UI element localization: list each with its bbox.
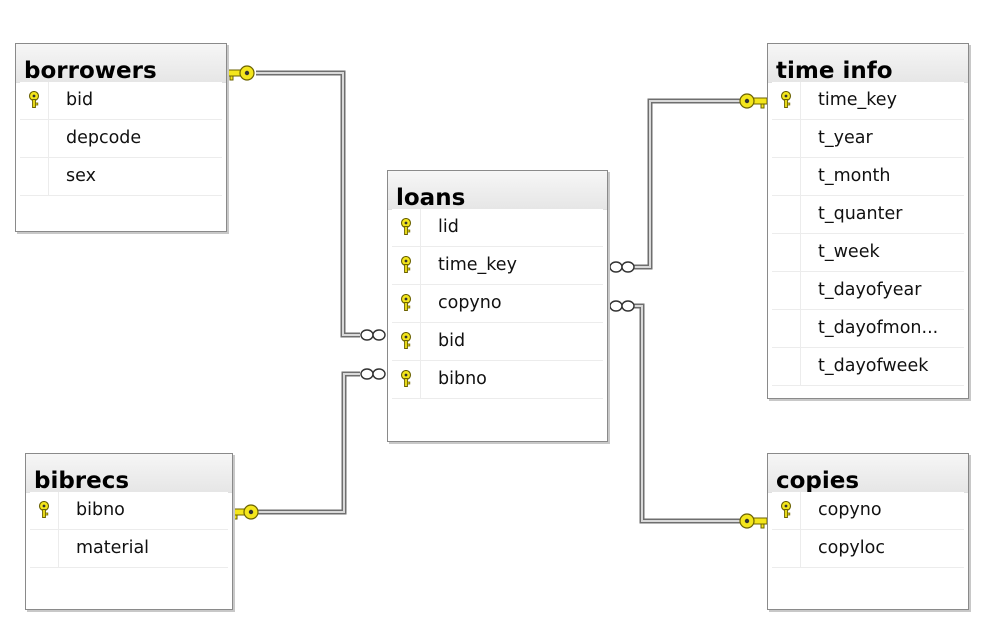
relationship-bibrecs-loans[interactable] xyxy=(258,371,360,515)
row-gutter xyxy=(772,196,801,233)
row-gutter xyxy=(392,209,421,246)
table-header[interactable]: borrowers xyxy=(16,44,226,84)
table-header[interactable]: bibrecs xyxy=(26,454,232,494)
field-name: bibno xyxy=(76,500,125,520)
row-gutter xyxy=(772,492,801,529)
field-row[interactable]: t_week xyxy=(772,234,964,272)
relationship-time-info-loans[interactable] xyxy=(634,98,740,270)
row-gutter xyxy=(392,361,421,398)
primary-key-icon xyxy=(30,492,58,528)
key-icon xyxy=(739,93,768,109)
table-borrowers[interactable]: borrowers bid depcode sex xyxy=(15,43,227,232)
infinity-icon xyxy=(609,300,635,312)
row-gutter xyxy=(20,158,49,195)
field-row[interactable]: bibno xyxy=(392,361,603,399)
key-icon xyxy=(230,504,259,520)
table-bibrecs[interactable]: bibrecs bibno material xyxy=(25,453,233,610)
field-name: lid xyxy=(438,217,459,237)
table-header[interactable]: time info xyxy=(768,44,968,84)
table-title: copies xyxy=(776,468,860,494)
field-row[interactable]: t_quanter xyxy=(772,196,964,234)
field-row[interactable]: depcode xyxy=(20,120,222,158)
field-name: copyloc xyxy=(818,538,885,558)
field-row[interactable]: t_year xyxy=(772,120,964,158)
row-gutter xyxy=(772,348,801,385)
primary-key-icon xyxy=(392,285,420,321)
field-row[interactable]: time_key xyxy=(392,247,603,285)
primary-key-icon xyxy=(772,82,800,118)
row-gutter xyxy=(30,492,59,529)
row-gutter xyxy=(20,120,49,157)
primary-key-icon xyxy=(392,361,420,397)
field-row[interactable]: copyloc xyxy=(772,530,964,568)
field-name: t_dayofyear xyxy=(818,280,922,300)
infinity-icon xyxy=(360,329,386,341)
field-row[interactable]: sex xyxy=(20,158,222,196)
field-row[interactable]: t_dayofyear xyxy=(772,272,964,310)
field-row[interactable]: bid xyxy=(392,323,603,361)
field-row[interactable]: copyno xyxy=(772,492,964,530)
field-name: copyno xyxy=(438,293,502,313)
field-name: bibno xyxy=(438,369,487,389)
table-header[interactable]: loans xyxy=(388,171,607,211)
field-name: time_key xyxy=(438,255,517,275)
row-gutter xyxy=(772,234,801,271)
field-row[interactable]: t_dayofweek xyxy=(772,348,964,386)
row-gutter xyxy=(772,530,801,567)
row-gutter xyxy=(772,158,801,195)
field-row[interactable]: t_month xyxy=(772,158,964,196)
infinity-icon xyxy=(609,261,635,273)
table-title: time info xyxy=(776,58,893,84)
relationship-copies-loans[interactable] xyxy=(634,303,740,524)
field-row[interactable]: t_dayofmon... xyxy=(772,310,964,348)
table-copies[interactable]: copies copyno copyloc xyxy=(767,453,969,610)
primary-key-icon xyxy=(392,209,420,245)
row-gutter xyxy=(772,82,801,119)
table-time-info[interactable]: time info time_key t_year t_month t_quanter… xyxy=(767,43,969,399)
row-gutter xyxy=(20,82,49,119)
row-gutter xyxy=(772,120,801,157)
row-gutter xyxy=(30,530,59,567)
primary-key-icon xyxy=(20,82,48,118)
field-name: bid xyxy=(438,331,466,351)
field-row[interactable]: copyno xyxy=(392,285,603,323)
field-name: t_quanter xyxy=(818,204,903,224)
primary-key-icon xyxy=(772,492,800,528)
field-name: copyno xyxy=(818,500,882,520)
field-name: sex xyxy=(66,166,96,186)
field-row[interactable]: material xyxy=(30,530,228,568)
key-icon xyxy=(739,513,768,529)
field-name: depcode xyxy=(66,128,142,148)
infinity-icon xyxy=(360,368,386,380)
table-title: loans xyxy=(396,185,466,211)
field-name: t_year xyxy=(818,128,873,148)
field-row[interactable]: bibno xyxy=(30,492,228,530)
row-gutter xyxy=(772,272,801,309)
table-title: bibrecs xyxy=(34,468,130,494)
relationship-borrowers-loans[interactable] xyxy=(256,70,360,338)
field-name: bid xyxy=(66,90,94,110)
table-title: borrowers xyxy=(24,58,157,84)
field-name: t_dayofmon... xyxy=(818,318,939,338)
primary-key-icon xyxy=(392,247,420,283)
table-header[interactable]: copies xyxy=(768,454,968,494)
field-name: t_week xyxy=(818,242,880,262)
field-row[interactable]: time_key xyxy=(772,82,964,120)
field-row[interactable]: lid xyxy=(392,209,603,247)
field-row[interactable]: bid xyxy=(20,82,222,120)
field-name: time_key xyxy=(818,90,897,110)
primary-key-icon xyxy=(392,323,420,359)
key-icon xyxy=(226,65,255,81)
row-gutter xyxy=(392,285,421,322)
field-name: material xyxy=(76,538,150,558)
field-name: t_month xyxy=(818,166,891,186)
field-name: t_dayofweek xyxy=(818,356,929,376)
row-gutter xyxy=(772,310,801,347)
row-gutter xyxy=(392,323,421,360)
row-gutter xyxy=(392,247,421,284)
